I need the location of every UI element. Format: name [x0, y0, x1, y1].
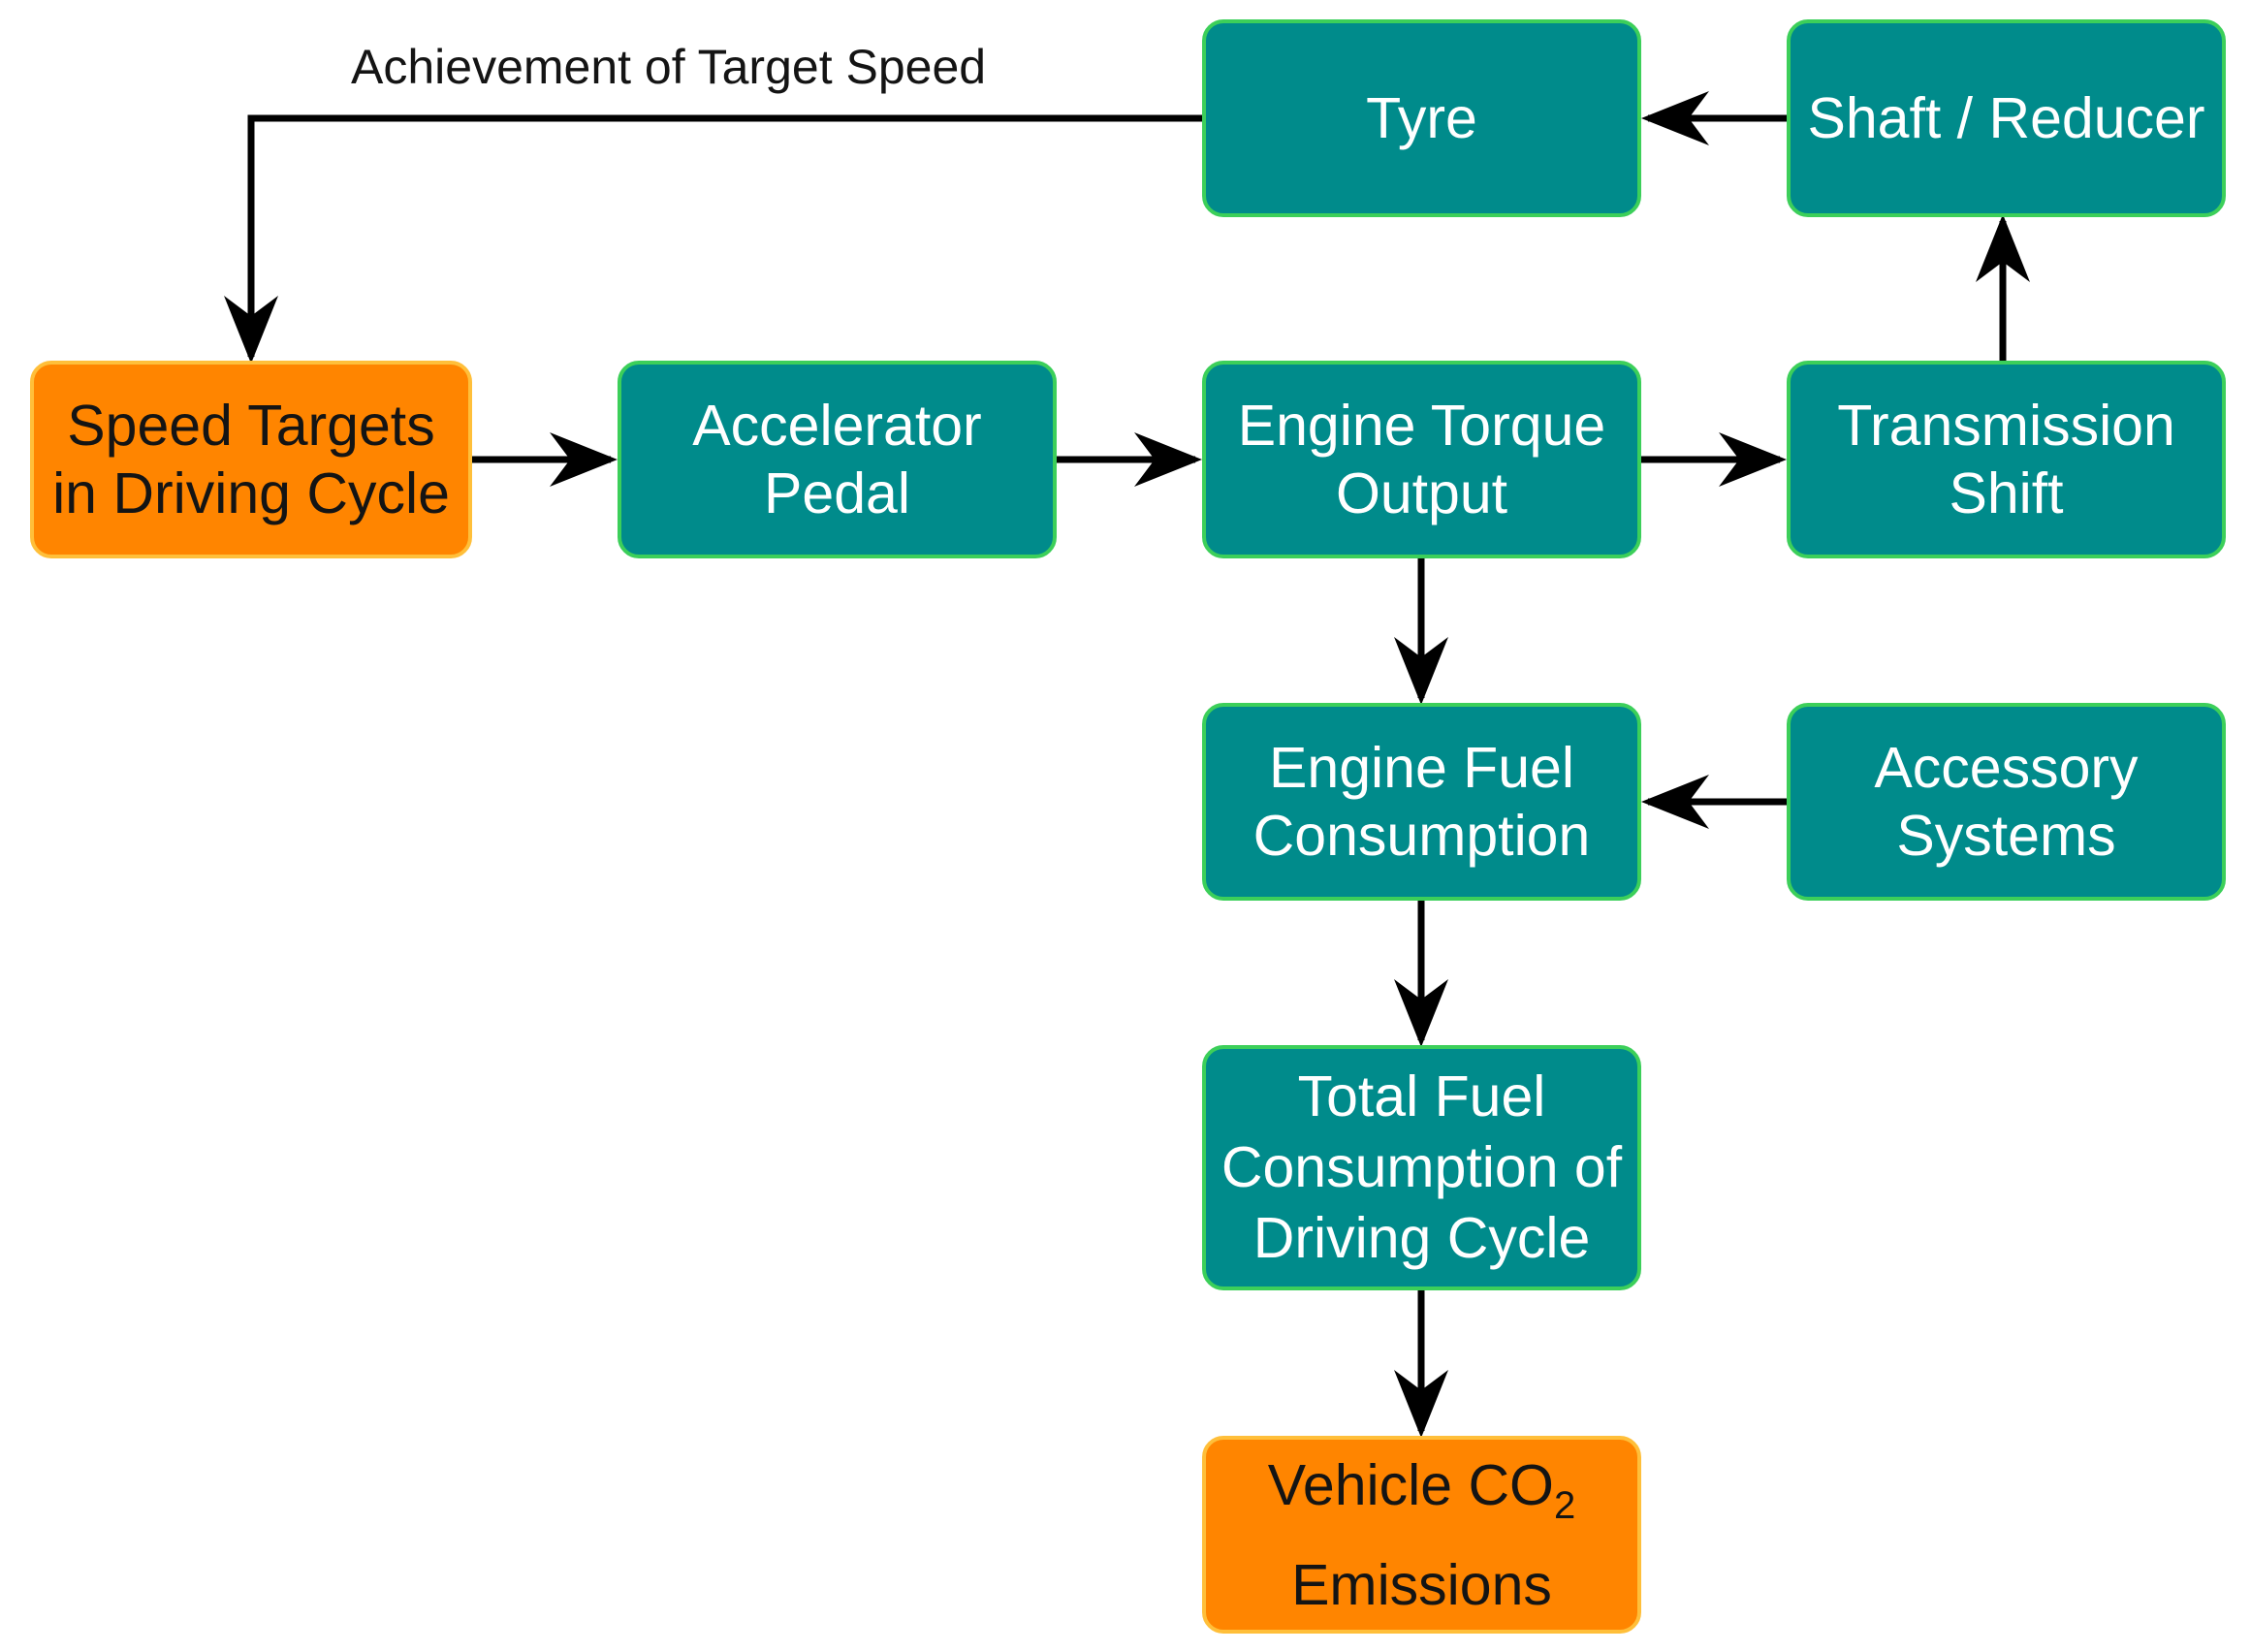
node-total-fuel-line-1: Total Fuel [1297, 1064, 1546, 1128]
node-engine-fuel-line-1: Engine Fuel [1269, 736, 1574, 800]
node-accessory-systems: Accessory Systems [1787, 703, 2226, 901]
node-total-fuel-consumption: Total Fuel Consumption of Driving Cycle [1202, 1045, 1641, 1290]
node-speed-targets: Speed Targets in Driving Cycle [30, 361, 472, 558]
node-transmission-shift: Transmission Shift [1787, 361, 2226, 558]
node-co2-main: Vehicle CO [1267, 1452, 1554, 1517]
node-accelerator-pedal: Accelerator Pedal [618, 361, 1057, 558]
arrow-tyre-to-speed-targets [224, 114, 1202, 364]
node-shaft-reducer: Shaft / Reducer [1787, 19, 2226, 217]
node-co2-subscript: 2 [1553, 1483, 1576, 1527]
node-tyre-line-1: Tyre [1366, 86, 1477, 150]
node-transmission-line-1: Transmission [1837, 394, 2175, 458]
node-engine-fuel-consumption: Engine Fuel Consumption [1202, 703, 1641, 901]
node-transmission-line-2: Shift [1949, 461, 2064, 525]
node-engine-torque-output: Engine Torque Output [1202, 361, 1641, 558]
node-accelerator-line-2: Pedal [764, 461, 910, 525]
node-total-fuel-line-3: Driving Cycle [1252, 1206, 1591, 1270]
node-total-fuel-line-2: Consumption of [1221, 1135, 1623, 1199]
node-engine-fuel-line-2: Consumption [1252, 804, 1591, 868]
node-accessory-line-2: Systems [1896, 804, 2116, 868]
feedback-label: Achievement of Target Speed [351, 40, 987, 94]
node-tyre: Tyre [1202, 19, 1641, 217]
node-co2-line-1: Vehicle CO2 [1268, 1446, 1575, 1545]
node-shaft-reducer-line-1: Shaft / Reducer [1807, 86, 2205, 150]
node-accelerator-line-1: Accelerator [692, 394, 982, 458]
node-co2-line-2: Emissions [1291, 1552, 1552, 1617]
node-accessory-line-1: Accessory [1874, 736, 2139, 800]
node-engine-torque-line-1: Engine Torque [1237, 394, 1606, 458]
node-engine-torque-line-2: Output [1335, 461, 1508, 525]
node-speed-targets-line-2: in Driving Cycle [52, 461, 450, 525]
node-speed-targets-line-1: Speed Targets [67, 394, 435, 458]
node-vehicle-co2-emissions: Vehicle CO2 Emissions [1202, 1436, 1641, 1634]
